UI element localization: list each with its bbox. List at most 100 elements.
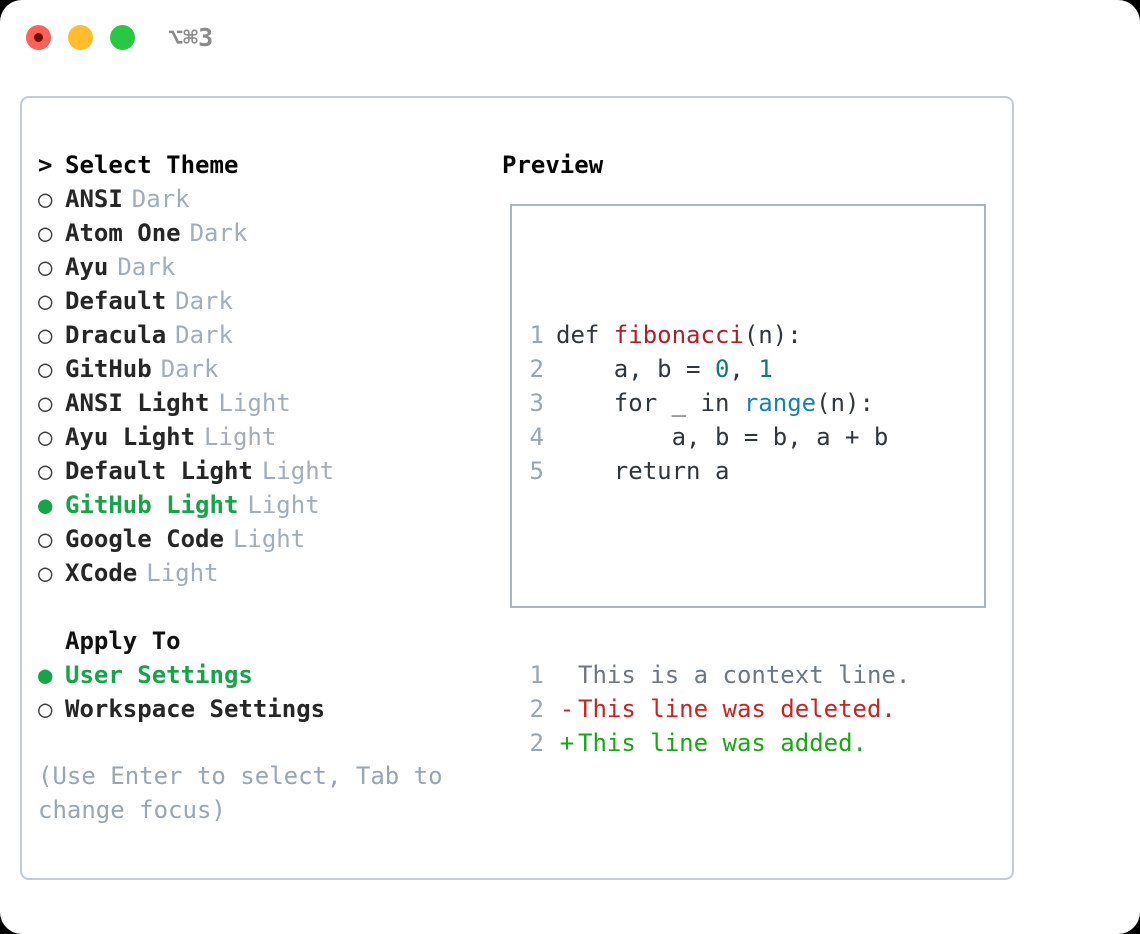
apply-to-option-workspace-settings[interactable]: ○ Workspace Settings [38, 692, 490, 726]
code-line: 5 return a [528, 454, 910, 488]
theme-item-dracula[interactable]: ○ Dracula Dark [38, 318, 490, 352]
theme-item-tag: Light [146, 559, 219, 587]
theme-item-label: Default [65, 287, 167, 315]
close-button[interactable] [26, 25, 51, 50]
theme-item-label: ANSI Light [65, 389, 210, 417]
code-token: return a [556, 457, 730, 485]
preview-title: Preview [502, 151, 604, 179]
code-text: a, b = 0, 1 [556, 352, 773, 386]
code-text: return a [556, 454, 730, 488]
theme-item-ansi-light[interactable]: ○ ANSI Light Light [38, 386, 490, 420]
radio-unselected-icon: ○ [38, 695, 53, 723]
theme-item-label: Default Light [65, 457, 253, 485]
code-text: a, b = b, a + b [556, 420, 889, 454]
theme-item-atom-one[interactable]: ○ Atom One Dark [38, 216, 490, 250]
select-theme-header: > Select Theme [38, 148, 490, 182]
code-text: for _ in range(n): [556, 386, 874, 420]
radio-selected-icon: ● [38, 491, 53, 519]
radio-unselected-icon: ○ [38, 389, 53, 417]
theme-item-tag: Dark [189, 219, 248, 247]
theme-item-label: Dracula [65, 321, 167, 349]
theme-item-label: Google Code [65, 525, 224, 553]
preview-column: Preview [502, 148, 1002, 182]
apply-to-list: ●User Settings ○ Workspace Settings [38, 658, 490, 726]
radio-unselected-icon: ○ [38, 559, 53, 587]
radio-unselected-icon: ○ [38, 525, 53, 553]
code-token: def [556, 321, 614, 349]
line-number: 2 [529, 729, 544, 757]
diff-marker: + [559, 729, 575, 757]
theme-item-tag: Dark [175, 321, 233, 349]
caret-icon: > [38, 151, 53, 179]
list-spacer [38, 590, 490, 624]
diff-text: This line was deleted. [578, 695, 896, 723]
theme-item-tag: Light [218, 389, 291, 417]
line-number: 4 [529, 423, 544, 451]
theme-item-label: Ayu Light [65, 423, 196, 451]
apply-to-option-user-settings[interactable]: ●User Settings [38, 658, 490, 692]
radio-unselected-icon: ○ [38, 355, 53, 383]
theme-item-tag: Dark [131, 185, 190, 213]
theme-item-label: GitHub [65, 355, 152, 383]
radio-unselected-icon: ○ [38, 219, 53, 247]
diff-line-del: 2-This line was deleted. [528, 692, 910, 726]
code-token: (n): [743, 321, 802, 349]
keyboard-hint: (Use Enter to select, Tab to change focu… [38, 762, 458, 824]
theme-item-tag: Dark [117, 253, 176, 281]
theme-item-ansi[interactable]: ○ ANSI Dark [38, 182, 490, 216]
radio-unselected-icon: ○ [38, 457, 53, 485]
theme-item-default[interactable]: ○ Default Dark [38, 284, 490, 318]
theme-item-ayu[interactable]: ○ Ayu Dark [38, 250, 490, 284]
theme-item-label: Atom One [65, 219, 181, 247]
theme-item-default-light[interactable]: ○ Default Light Light [38, 454, 490, 488]
code-token: a, b = [556, 355, 715, 383]
code-token: (n): [816, 389, 874, 417]
diff-lines: 1 This is a context line.2-This line was… [528, 658, 911, 760]
theme-item-tag: Dark [175, 287, 233, 315]
line-number: 2 [529, 695, 544, 723]
radio-unselected-icon: ○ [38, 253, 53, 281]
code-line: 1 def fibonacci(n): [528, 318, 910, 352]
line-number: 5 [529, 457, 544, 485]
diff-line-add: 2 +This line was added. [528, 726, 910, 760]
theme-item-label: GitHub Light [65, 491, 239, 519]
theme-item-tag: Light [261, 457, 335, 485]
line-number: 1 [529, 661, 544, 689]
apply-to-option-label: Workspace Settings [65, 695, 326, 723]
theme-item-label: Ayu [65, 253, 109, 281]
code-token: for _ in [556, 389, 744, 417]
minimize-button[interactable] [68, 25, 93, 50]
diff-line-ctx: 1 This is a context line. [528, 658, 911, 692]
code-token: , [729, 355, 759, 383]
radio-unselected-icon: ○ [38, 185, 53, 213]
code-token: 1 [758, 355, 773, 383]
diff-marker: - [559, 695, 575, 723]
line-number: 1 [529, 321, 544, 349]
code-token: range [743, 389, 817, 417]
radio-unselected-icon: ○ [38, 287, 53, 315]
traffic-lights [26, 25, 135, 50]
radio-unselected-icon: ○ [38, 423, 53, 451]
radio-unselected-icon: ○ [38, 321, 53, 349]
code-line: 3 for _ in range(n): [528, 386, 910, 420]
code-token: a, b = b, a + b [556, 423, 889, 451]
hint-spacer [38, 726, 490, 759]
diff-marker [556, 658, 578, 692]
apply-to-header: Apply To [65, 627, 181, 655]
theme-item-label: ANSI [65, 185, 123, 213]
title-bar: ⌥⌘3 [0, 0, 1140, 78]
zoom-button[interactable] [110, 25, 135, 50]
apply-to-option-label: User Settings [65, 661, 253, 689]
diff-text: This line was added. [578, 729, 867, 757]
code-text: def fibonacci(n): [556, 318, 802, 352]
